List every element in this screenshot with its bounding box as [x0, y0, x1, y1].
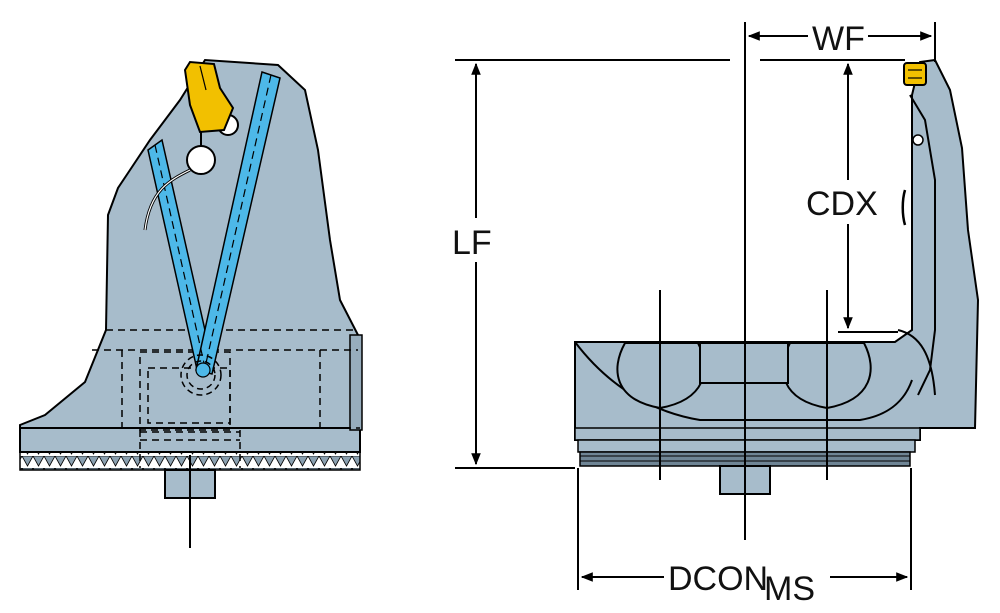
dimension-label-dcon-subscript: MS — [764, 570, 815, 608]
side-view-insert — [903, 62, 927, 86]
dimension-label-cdx: CDX — [806, 185, 878, 223]
dimension-label-wf: WF — [812, 20, 865, 58]
side-view — [574, 22, 980, 540]
dimension-lines — [455, 22, 936, 590]
front-view — [19, 58, 363, 548]
dimension-label-lf: LF — [452, 224, 492, 262]
dimension-label-dcon: DCON — [668, 560, 768, 598]
front-view-insert — [183, 60, 235, 134]
